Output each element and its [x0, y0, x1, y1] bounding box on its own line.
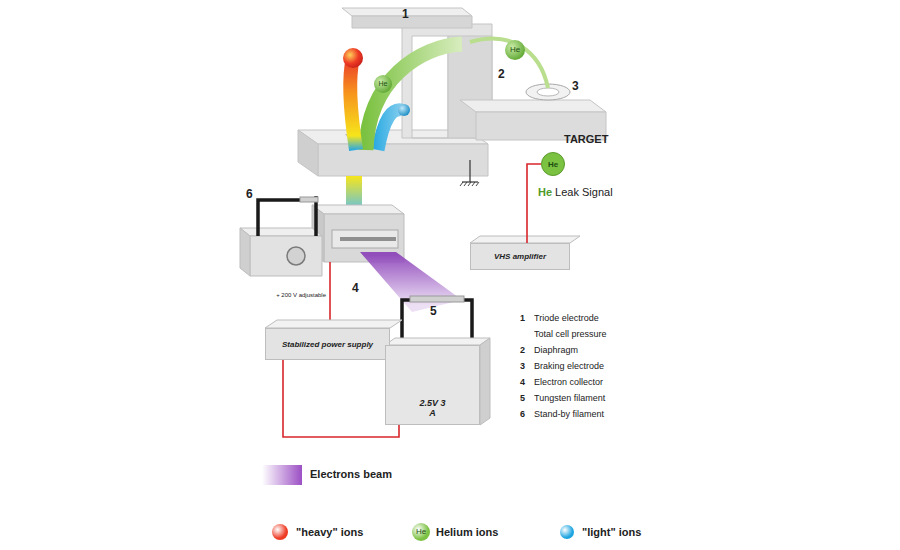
target-circle: TARGETHe [541, 152, 565, 176]
list-number: 1 [520, 313, 525, 323]
filament-supply-box: 2.5V 3 A [385, 345, 480, 425]
callout-number: 5 [430, 305, 437, 319]
box-label: Stabilized power supply [282, 340, 373, 349]
signal-label: He Leak Signal [538, 186, 613, 199]
legend-text: "light" ions [582, 526, 641, 539]
list-item: Triode electrode [534, 313, 599, 323]
voltage-note: + 200 V adjustable [276, 292, 326, 299]
legend-text: "heavy" ions [296, 526, 363, 539]
ion-ball [560, 525, 574, 539]
ion-symbol: He [416, 527, 426, 536]
legend-swatch [262, 465, 302, 485]
legend-text: Helium ions [436, 526, 498, 539]
ion-symbol: He [548, 160, 558, 169]
list-item: Diaphragm [534, 345, 578, 355]
callout-number: 6 [246, 188, 253, 202]
ion-symbol: He [510, 45, 520, 54]
callout-number: 2 [498, 68, 505, 82]
ion-symbol: He [379, 80, 388, 88]
list-item: Electron collector [534, 377, 603, 387]
ion-ball [272, 524, 288, 540]
amplifier-box: VHS amplifier [470, 243, 570, 270]
list-number: 6 [520, 409, 525, 419]
list-number: 3 [520, 361, 525, 371]
list-item: Braking electrode [534, 361, 604, 371]
list-item: Stand-by filament [534, 409, 604, 419]
list-number: 5 [520, 393, 525, 403]
list-number: 2 [520, 345, 525, 355]
callout-number: 1 [402, 8, 409, 22]
callout-number: 4 [352, 282, 359, 296]
list-number: 4 [520, 377, 525, 387]
callout-number: 3 [572, 80, 579, 94]
box-label: VHS amplifier [494, 252, 546, 261]
list-item: Total cell pressure [534, 329, 607, 339]
legend-text: Electrons beam [310, 468, 392, 481]
box-label: 2.5V 3 A [416, 398, 450, 418]
target-heading: TARGET [564, 133, 608, 145]
signal-wire [283, 360, 399, 437]
signal-wire [527, 164, 541, 243]
list-item: Tungsten filament [534, 393, 605, 403]
power-supply-box: Stabilized power supply [265, 328, 390, 360]
